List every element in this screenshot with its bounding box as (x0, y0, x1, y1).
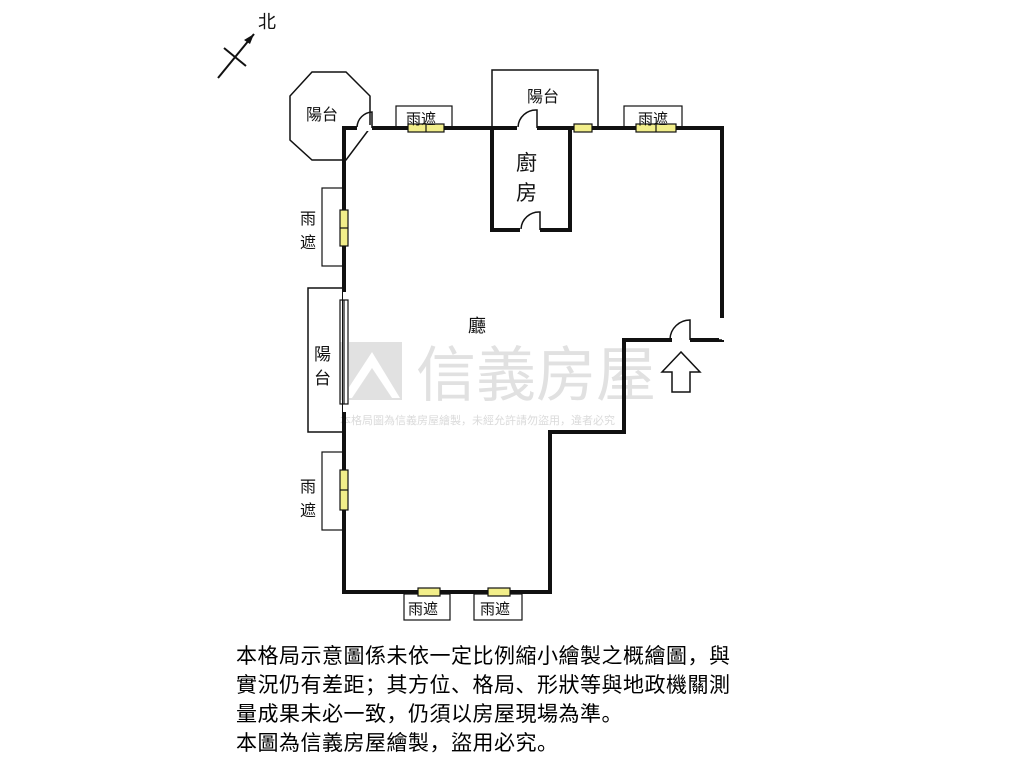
north-arrow: 北 (217, 12, 276, 79)
doors (356, 109, 722, 341)
disclaimer: 本格局示意圖係未依一定比例縮小繪製之概繪圖，與 實況仍有差距；其方位、格局、形狀… (236, 642, 816, 758)
awning-north-2-label: 雨遮 (638, 110, 668, 128)
balcony-nw-label: 陽台 (306, 105, 338, 124)
balcony-west-label-1: 陽 (314, 345, 331, 365)
door-kitchen (520, 211, 541, 230)
disclaimer-line-2: 實況仍有差距；其方位、格局、形狀等與地政機關測 (236, 673, 731, 697)
outer-wall (342, 126, 724, 594)
door-north-balcony (517, 109, 538, 128)
disclaimer-line-3: 量成果未必一致，仍須以房屋現場為準。 (236, 702, 623, 726)
window-north-2 (573, 123, 593, 133)
brand-logo (340, 342, 402, 400)
awning-north-1-label: 雨遮 (406, 110, 436, 128)
door-entrance (669, 319, 691, 340)
awning-south-1-label: 雨遮 (408, 600, 438, 618)
awning-west-1-label-2: 遮 (300, 233, 316, 252)
room-kitchen-label-1: 廚 (516, 151, 537, 175)
disclaimer-line-1: 本格局示意圖係未依一定比例縮小繪製之概繪圖，與 (236, 644, 731, 668)
balcony-north-label: 陽台 (527, 87, 559, 106)
awning-west-2-label-2: 遮 (300, 501, 316, 520)
kitchen-wall (490, 128, 572, 232)
window-south-2 (487, 587, 511, 597)
awning-west-2-label-1: 雨 (300, 477, 316, 496)
watermark-notice: 本格局圖為信義房屋繪製，未經允許請勿盜用，違者必究 (340, 413, 615, 427)
window-south-1 (417, 587, 441, 597)
room-kitchen-label-2: 房 (516, 181, 537, 205)
entrance-arrow (660, 350, 702, 393)
watermark-brand: 信義房屋 (416, 341, 656, 411)
windows (339, 123, 677, 597)
watermark: 信義房屋 本格局圖為信義房屋繪製，未經允許請勿盜用，違者必究 (340, 341, 656, 427)
balcony-north (491, 69, 599, 128)
west-balcony-door (339, 299, 349, 405)
door-nw-balcony (356, 111, 373, 128)
balcony-west-label-2: 台 (314, 369, 331, 389)
awning-south-2-label: 雨遮 (480, 600, 510, 618)
awning-west-1-label-1: 雨 (300, 209, 316, 228)
north-label: 北 (258, 12, 276, 33)
wall-openings (343, 125, 725, 412)
disclaimer-line-4: 本圖為信義房屋繪製，盜用必究。 (236, 731, 559, 755)
room-living-label: 廳 (468, 316, 486, 337)
balcony-west (307, 287, 344, 433)
